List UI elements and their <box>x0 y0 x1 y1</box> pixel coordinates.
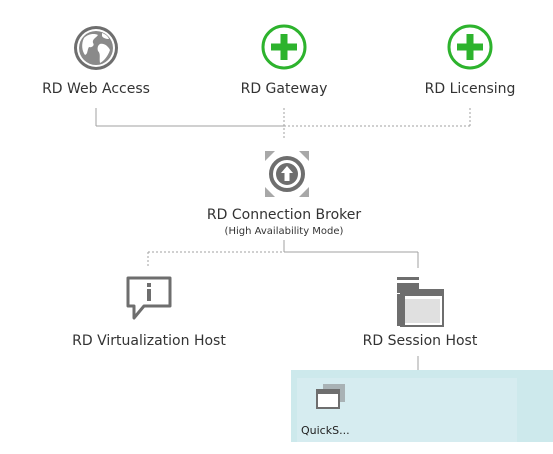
node-rd-connection-broker[interactable]: RD Connection Broker (High Availability … <box>204 148 364 242</box>
node-label: RD Session Host <box>362 333 478 349</box>
globe-icon <box>72 24 120 72</box>
session-collection-tile[interactable]: QuickS... <box>297 378 517 442</box>
node-label: RD Web Access <box>42 81 150 97</box>
node-rd-virtualization-host[interactable]: RD Virtualization Host <box>68 274 230 354</box>
node-rd-gateway[interactable]: RD Gateway <box>229 24 339 104</box>
info-speech-icon <box>124 274 174 322</box>
node-label: RD Connection Broker <box>206 207 362 223</box>
session-collection-icon <box>307 382 347 412</box>
plus-circle-icon <box>447 24 493 70</box>
node-label: RD Licensing <box>424 81 516 97</box>
node-label: RD Gateway <box>240 81 328 97</box>
session-collections-panel: QuickS... <box>291 370 553 442</box>
node-rd-web-access[interactable]: RD Web Access <box>40 24 152 104</box>
node-label: RD Virtualization Host <box>72 333 226 349</box>
plus-circle-icon <box>261 24 307 70</box>
node-sublabel: (High Availability Mode) <box>224 226 344 237</box>
session-collection-label: QuickS... <box>301 424 350 437</box>
arrow-up-circle-icon <box>262 148 312 200</box>
windows-stack-icon <box>396 276 444 328</box>
node-rd-session-host[interactable]: RD Session Host <box>356 274 484 354</box>
node-rd-licensing[interactable]: RD Licensing <box>415 24 525 104</box>
